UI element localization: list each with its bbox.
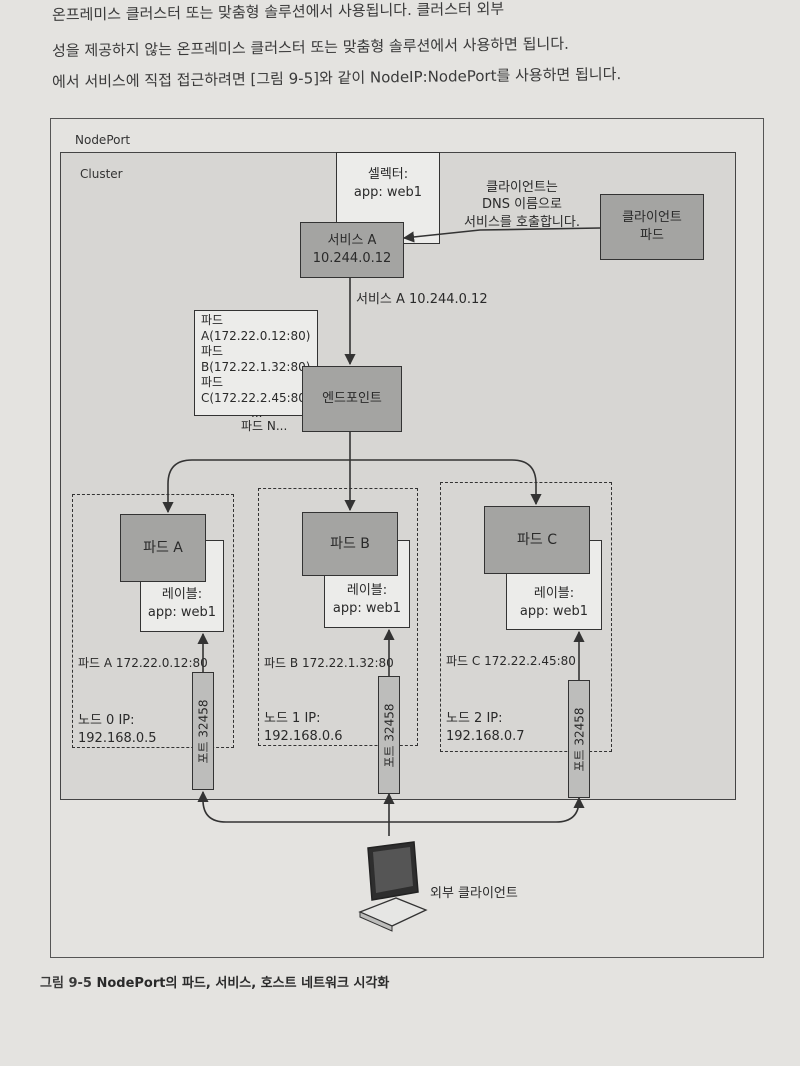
- client-pod-box: 클라이언트 파드: [600, 194, 704, 260]
- node-1-ip-line-2: 192.168.0.6: [264, 729, 343, 745]
- selector-line-1: 셀렉터:: [367, 167, 409, 183]
- pod-list-item: 파드 N...: [241, 418, 288, 433]
- service-name: 서비스 A: [327, 233, 377, 249]
- node-1-label-line-1: 레이블:: [346, 583, 388, 599]
- client-pod-line-1: 클라이언트: [622, 210, 682, 226]
- page-text-line-3: 에서 서비스에 직접 접근하려면 [그림 9-5]와 같이 NodeIP:Nod…: [51, 65, 622, 91]
- node-0-port-label: 포트 32458: [196, 698, 211, 764]
- node-1-pod-addr: 파드 B 172.22.1.32:80: [264, 656, 394, 670]
- pod-list-ellipsis: ...: [251, 405, 263, 420]
- node-2-label-line-2: app: web1: [519, 604, 589, 619]
- service-arrow-label: 서비스 A 10.244.0.12: [356, 292, 488, 307]
- node-0-ip: 노드 0 IP: 192.168.0.5: [78, 712, 157, 748]
- node-1-port-label: 포트 32458: [382, 702, 397, 768]
- node-0-pod-addr: 파드 A 172.22.0.12:80: [78, 656, 208, 670]
- node-0-frame: [72, 494, 234, 748]
- cluster-label: Cluster: [80, 167, 123, 181]
- pod-list-item: 파드 B(172.22.1.32:80): [201, 344, 311, 374]
- node-0-label-line-1: 레이블:: [161, 587, 203, 603]
- node-2-port-label: 포트 32458: [572, 706, 587, 772]
- nodeport-label: NodePort: [75, 133, 131, 147]
- service-box: 서비스 A 10.244.0.12: [300, 222, 404, 278]
- client-note-line-1: 클라이언트는: [486, 179, 558, 195]
- page-text-line-2: 성을 제공하지 않는 온프레미스 클러스터 또는 맞춤형 솔루션에서 사용하면 …: [51, 34, 569, 60]
- node-2-pod-box: 파드 C: [484, 506, 590, 574]
- node-1-label-line-2: app: web1: [332, 601, 402, 616]
- external-client-label: 외부 클라이언트: [430, 886, 518, 901]
- node-1-ip-line-1: 노드 1 IP:: [264, 711, 321, 726]
- node-0-ip-line-1: 노드 0 IP:: [78, 713, 135, 728]
- page-text-line-1: 온프레미스 클러스터 또는 맞춤형 솔루션에서 사용됩니다. 클러스터 외부: [51, 0, 505, 24]
- figure-caption: 그림 9-5 NodePort의 파드, 서비스, 호스트 네트워크 시각화: [40, 972, 389, 991]
- node-0-pod-box: 파드 A: [120, 514, 206, 582]
- node-2-ip-line-2: 192.168.0.7: [446, 729, 525, 745]
- node-0-label-line-2: app: web1: [147, 605, 217, 620]
- node-1-ip: 노드 1 IP: 192.168.0.6: [264, 710, 343, 746]
- client-note-line-2: DNS 이름으로: [482, 197, 562, 213]
- endpoint-label: 엔드포인트: [322, 391, 382, 407]
- node-1-port: 포트 32458: [378, 676, 400, 794]
- pod-list-item: 파드 A(172.22.0.12:80): [201, 313, 311, 343]
- node-2-port: 포트 32458: [568, 680, 590, 798]
- service-ip: 10.244.0.12: [312, 251, 392, 266]
- figure-number: 그림 9-5: [40, 976, 92, 991]
- client-note-line-3: 서비스를 호출합니다.: [464, 214, 580, 230]
- pod-list-item: 파드 C(172.22.2.45:80): [201, 375, 311, 405]
- node-2-label-line-1: 레이블:: [533, 586, 575, 602]
- endpoint-box: 엔드포인트: [302, 366, 402, 432]
- node-0-ip-line-2: 192.168.0.5: [78, 731, 157, 747]
- node-2-pod-addr: 파드 C 172.22.2.45:80: [446, 654, 576, 668]
- node-2-ip-line-1: 노드 2 IP:: [446, 711, 503, 726]
- node-1-pod-box: 파드 B: [302, 512, 398, 576]
- node-0-pod-label: 파드 A: [143, 539, 183, 556]
- pod-list-box: 파드 A(172.22.0.12:80) 파드 B(172.22.1.32:80…: [194, 310, 318, 433]
- figure-caption-text: NodePort의 파드, 서비스, 호스트 네트워크 시각화: [96, 976, 390, 991]
- client-pod-line-2: 파드: [640, 228, 664, 243]
- node-2-ip: 노드 2 IP: 192.168.0.7: [446, 710, 525, 746]
- node-1-pod-label: 파드 B: [330, 535, 370, 552]
- node-2-pod-label: 파드 C: [517, 531, 557, 548]
- client-note: 클라이언트는 DNS 이름으로 서비스를 호출합니다.: [444, 176, 600, 234]
- node-0-port: 포트 32458: [192, 672, 214, 790]
- selector-line-2: app: web1: [353, 185, 423, 200]
- figure-frame: [50, 118, 764, 958]
